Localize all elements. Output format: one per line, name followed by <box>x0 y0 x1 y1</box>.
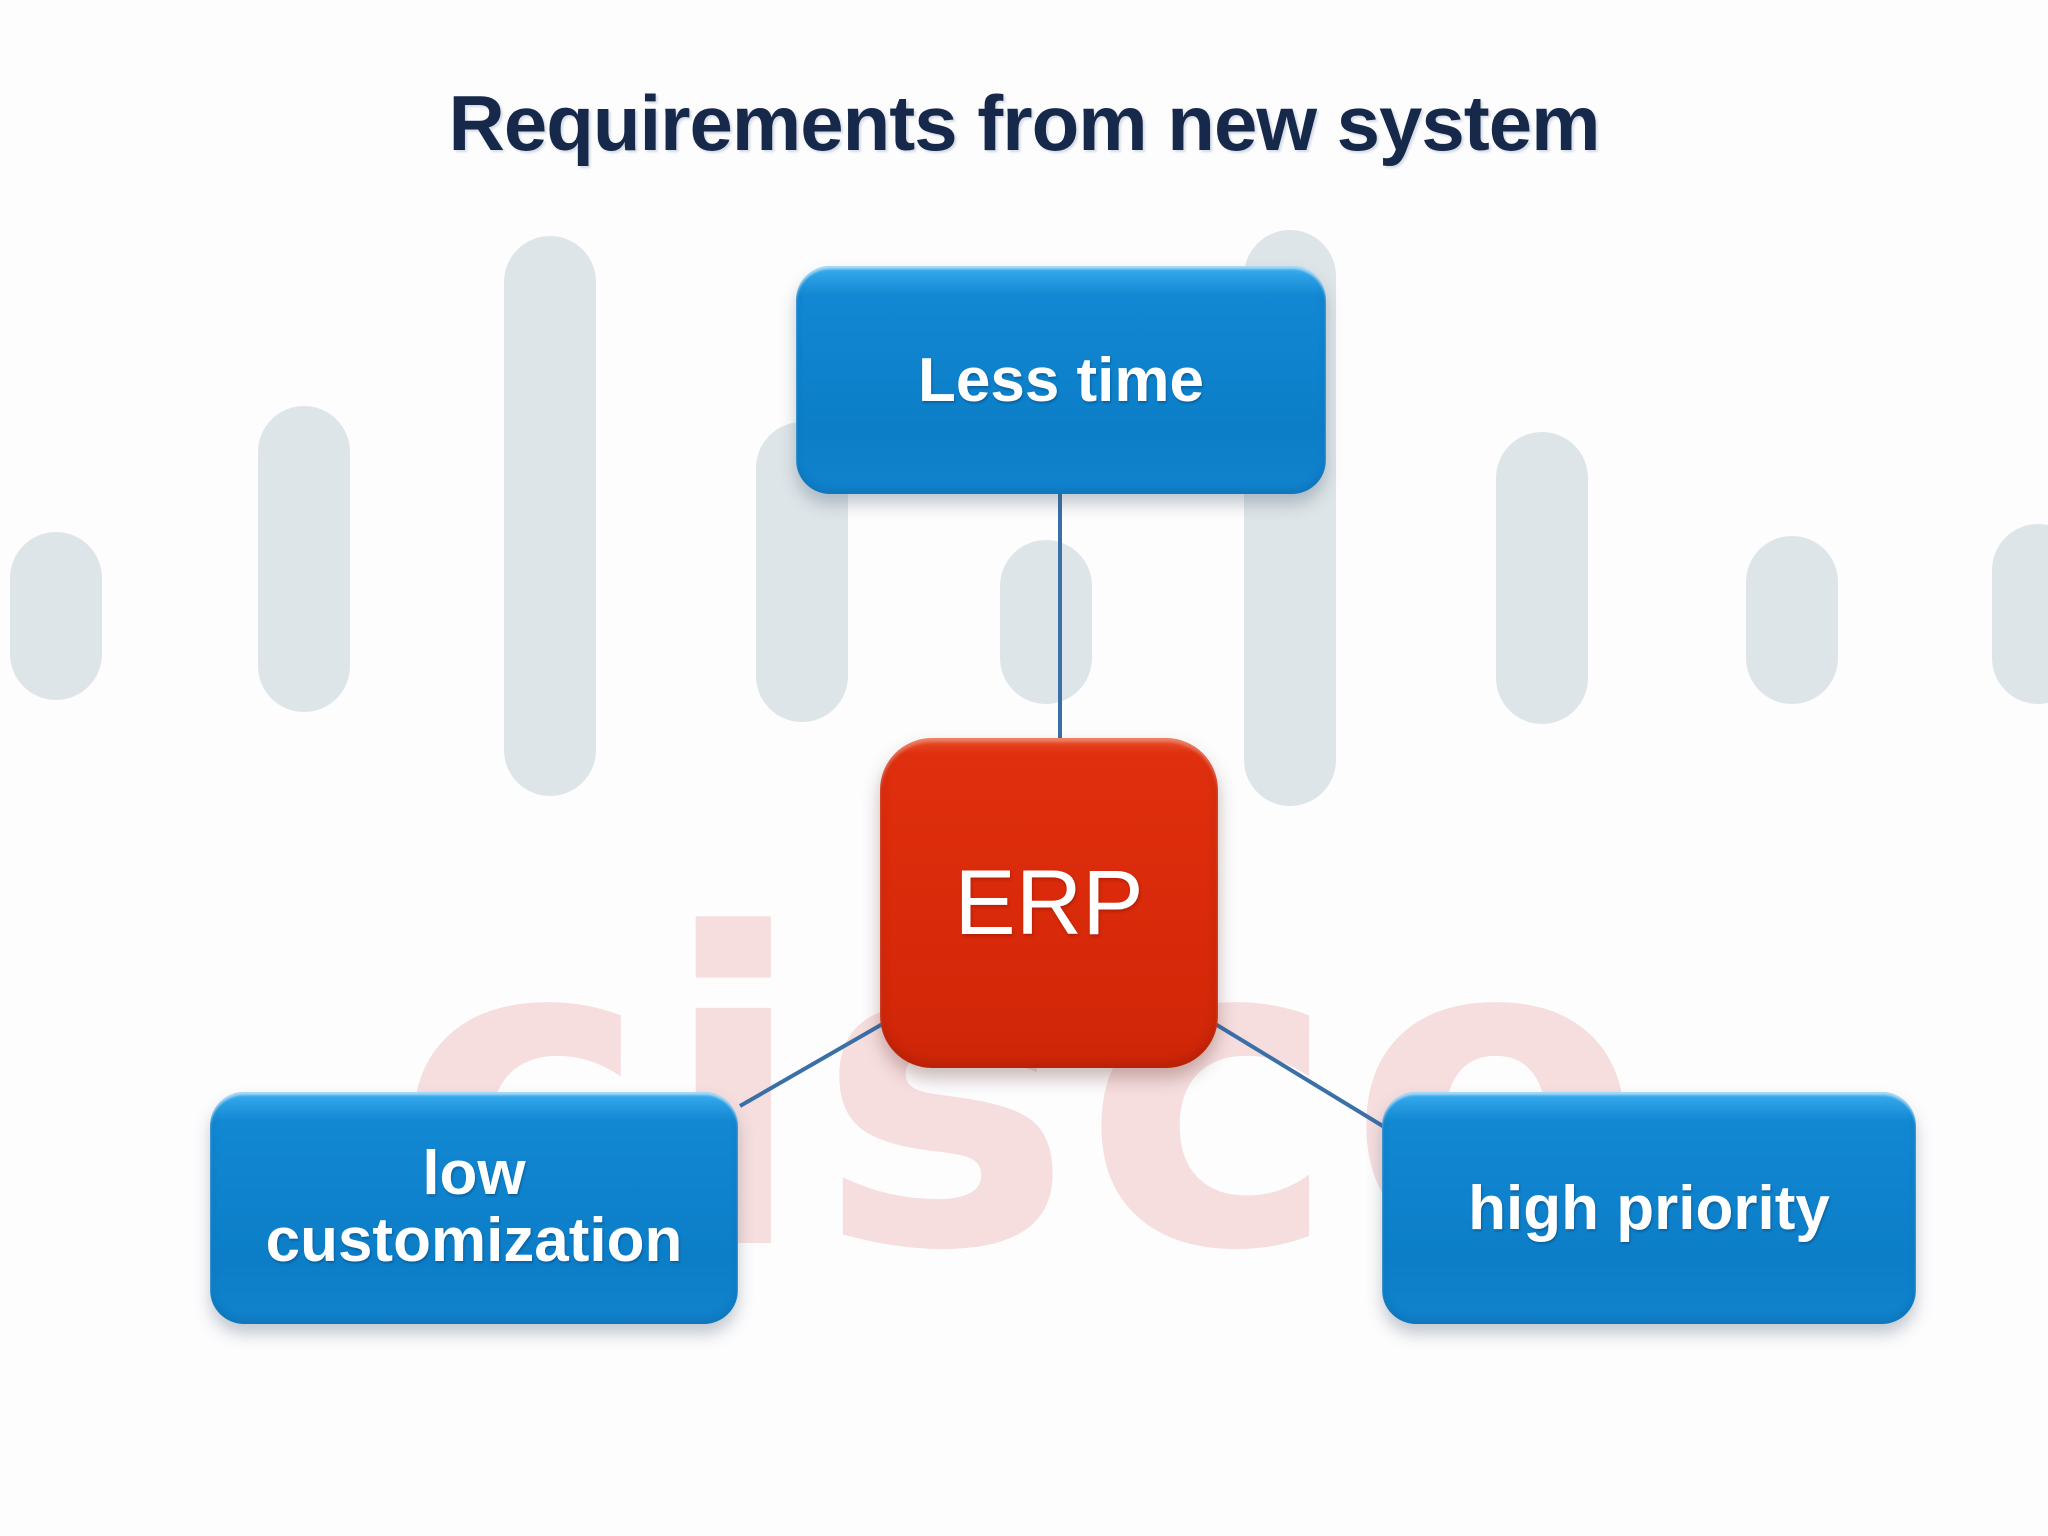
background-bar <box>1992 524 2048 704</box>
connector-erp-to-high-priority <box>1210 1020 1388 1130</box>
page-title: Requirements from new system <box>448 79 1600 167</box>
background-bar <box>1746 536 1838 704</box>
background-bar <box>504 236 596 796</box>
node-high-priority-label: high priority <box>1468 1173 1830 1243</box>
node-high-priority[interactable]: high priority <box>1382 1092 1916 1324</box>
connector-erp-to-low-customization <box>739 1020 887 1108</box>
background-bar <box>258 406 350 712</box>
background-bar <box>1496 432 1588 724</box>
node-erp[interactable]: ERP <box>880 738 1218 1068</box>
node-low-customization-label: low customization <box>265 1139 683 1275</box>
node-less-time[interactable]: Less time <box>796 266 1326 494</box>
node-low-customization-line2: customization <box>265 1206 683 1275</box>
node-erp-label: ERP <box>954 851 1144 954</box>
node-low-customization-line1: low <box>422 1139 526 1209</box>
background-bar <box>1000 540 1092 704</box>
node-less-time-label: Less time <box>917 345 1205 415</box>
background-bar <box>10 532 102 700</box>
node-low-customization[interactable]: low customization <box>210 1092 738 1324</box>
